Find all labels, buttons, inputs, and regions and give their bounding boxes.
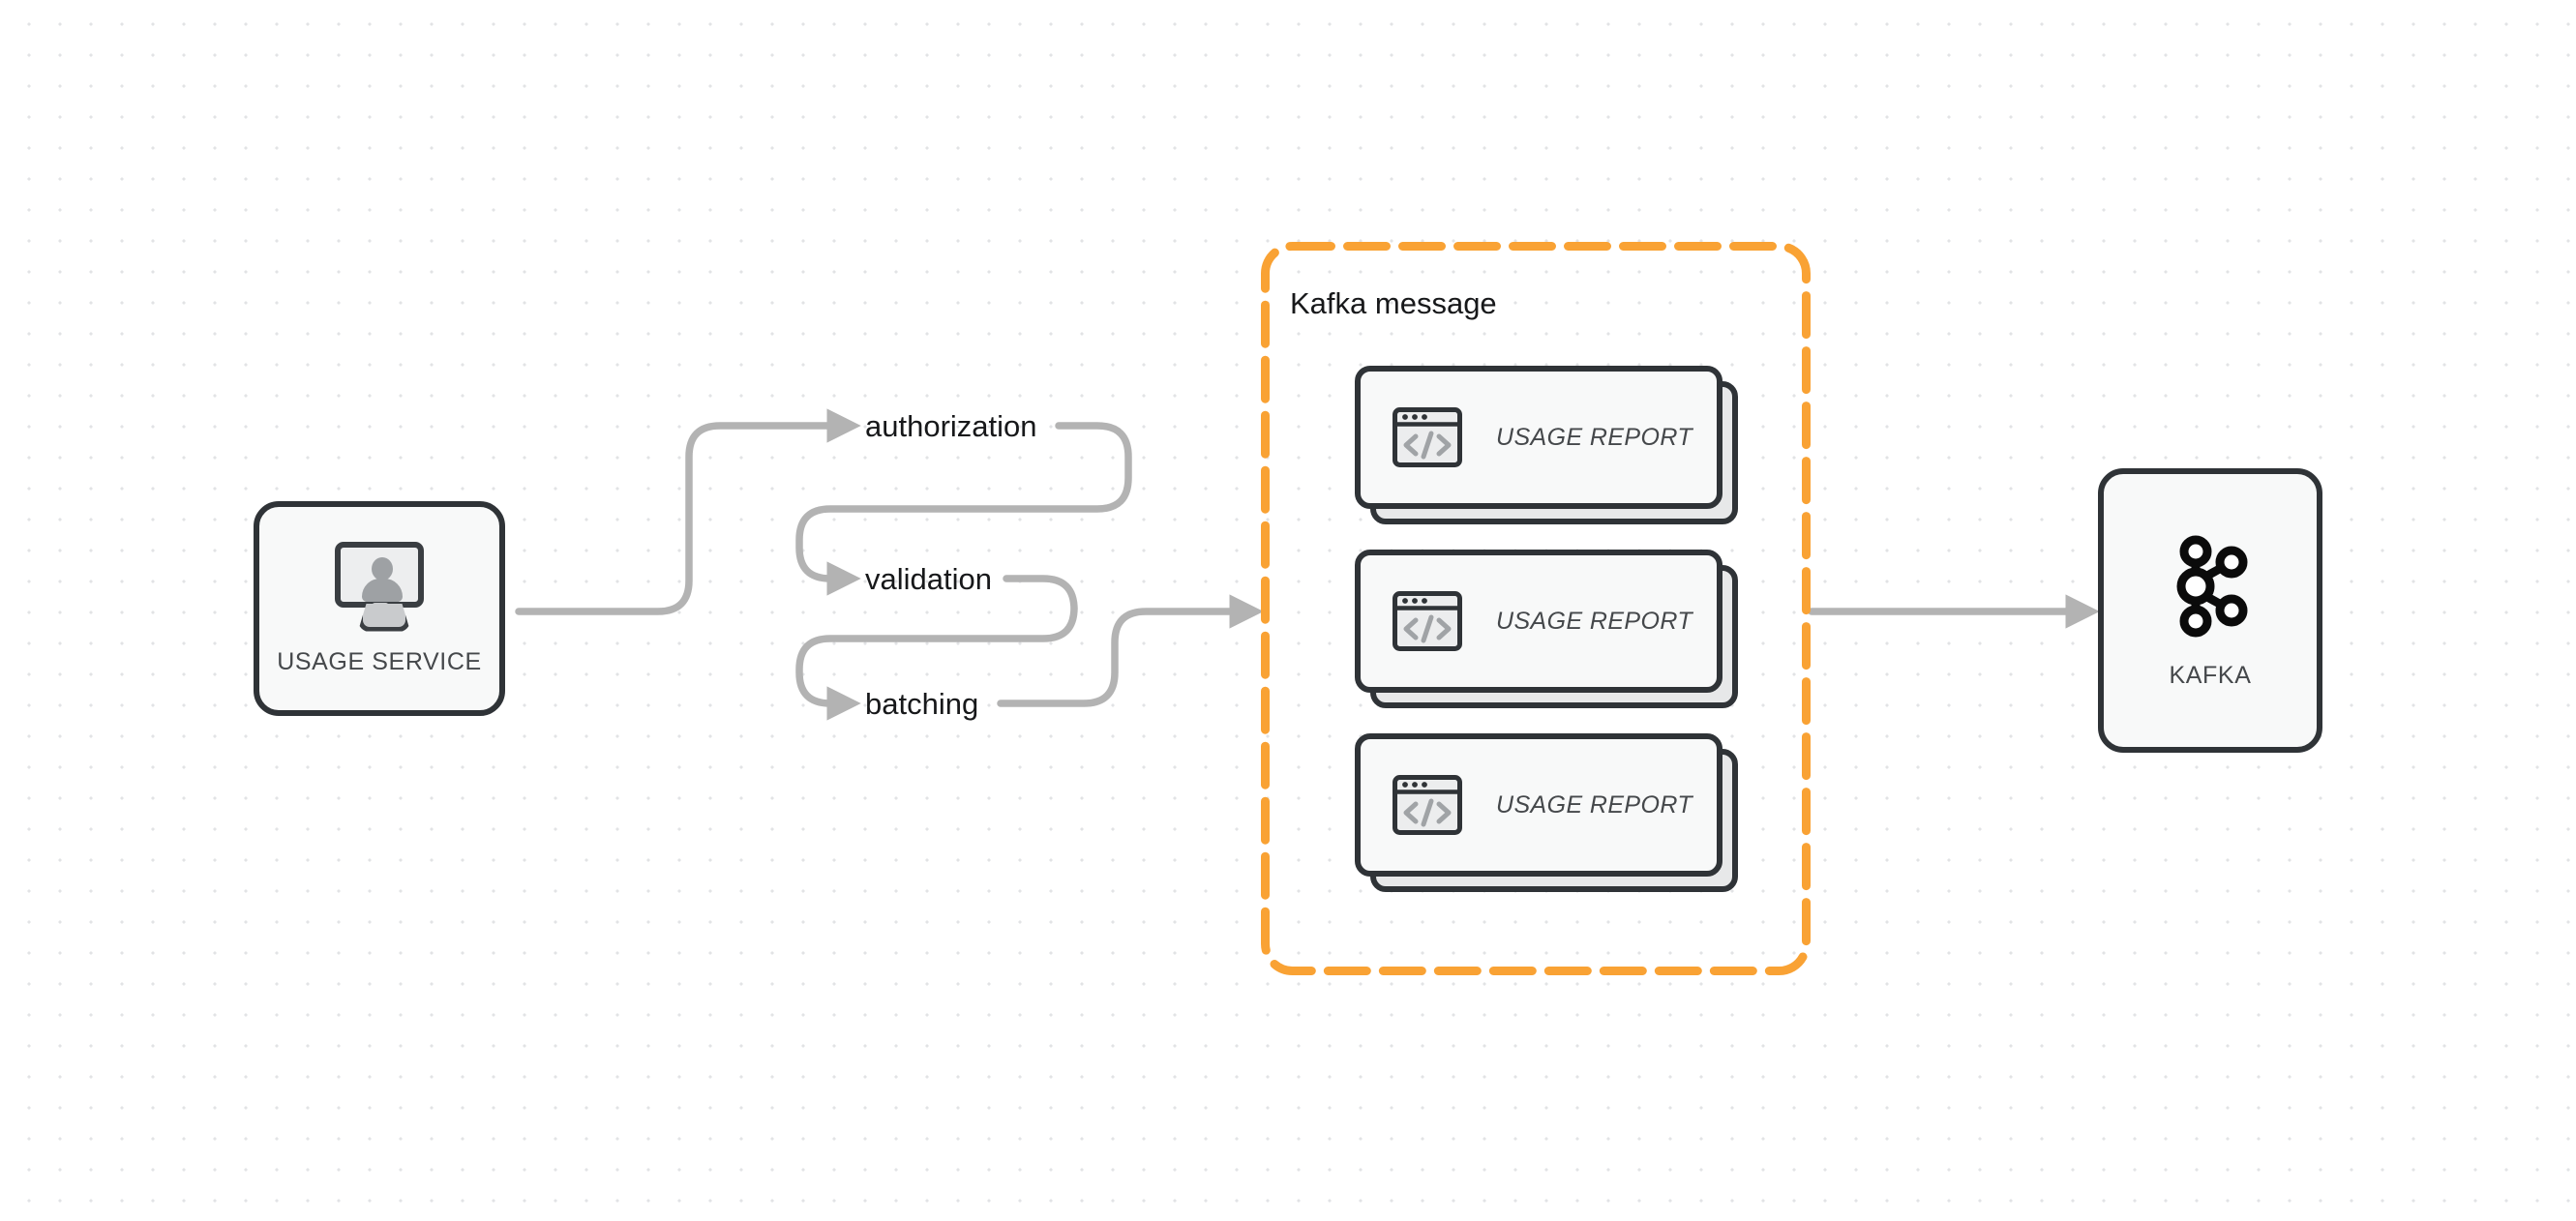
stage-label-authorization[interactable]: authorization [865,409,1037,443]
monitor-user-icon [329,541,430,632]
card-front[interactable]: USAGE REPORT [1355,366,1722,509]
code-window-icon [1393,407,1462,467]
kafka-message-group[interactable] [1261,242,1811,975]
code-window-icon [1393,775,1462,835]
code-window-icon [1393,591,1462,651]
usage-report-label: USAGE REPORT [1496,423,1692,451]
node-usage-service-label: USAGE SERVICE [277,647,482,675]
card-front[interactable]: USAGE REPORT [1355,550,1722,693]
user-head-shape [372,556,393,581]
monitor-notch [372,602,389,610]
user-body-shape [362,578,403,602]
connector-batching-to-kafka-message [997,594,1264,707]
connector-service-to-authorization [515,408,861,615]
connector-authorization-to-validation [795,422,1132,596]
usage-report-card[interactable]: USAGE REPORT [1355,550,1738,710]
usage-report-label: USAGE REPORT [1496,790,1692,819]
connector-validation-to-batching [795,575,1078,721]
usage-report-card[interactable]: USAGE REPORT [1355,366,1738,526]
node-kafka-label: KAFKA [2169,661,2252,689]
node-usage-service[interactable]: USAGE SERVICE [254,501,505,716]
stage-label-validation[interactable]: validation [865,562,992,596]
node-kafka[interactable]: KAFKA [2098,468,2322,753]
usage-report-card[interactable]: USAGE REPORT [1355,733,1738,894]
usage-report-label: USAGE REPORT [1496,607,1692,635]
kafka-message-group-border [1261,242,1811,975]
card-front[interactable]: USAGE REPORT [1355,733,1722,877]
kafka-logo-icon [2176,535,2248,637]
kafka-message-group-title: Kafka message [1290,286,1497,320]
stage-label-batching[interactable]: batching [865,687,979,721]
